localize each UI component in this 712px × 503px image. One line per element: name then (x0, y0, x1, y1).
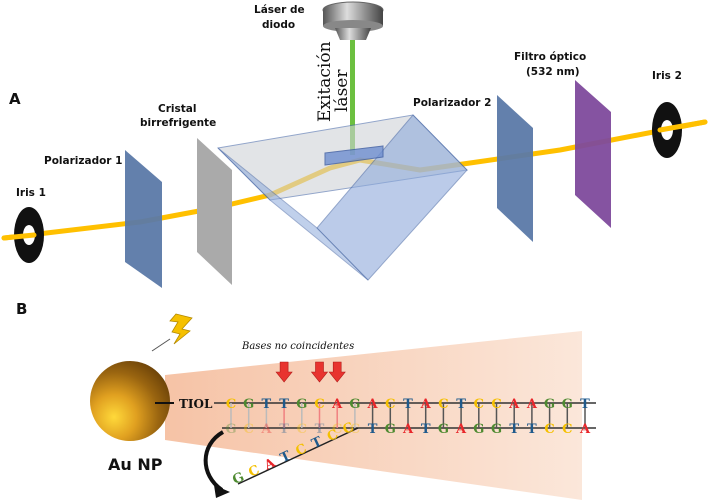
top-base: G (296, 397, 307, 412)
top-base: C (385, 397, 395, 412)
top-base: G (544, 397, 555, 412)
lightning-icon (169, 313, 193, 345)
top-base: T (279, 397, 289, 412)
top-base: C (491, 397, 501, 412)
bottom-base: A (455, 422, 467, 437)
polarizer-1 (125, 150, 162, 288)
top-base: C (438, 397, 448, 412)
base-pair-rungs (230, 403, 586, 428)
diode-laser (322, 1, 384, 40)
curved-arrow-head (214, 485, 230, 498)
birefringent-crystal (197, 138, 232, 285)
bottom-base: C (562, 422, 572, 437)
top-base: G (243, 397, 254, 412)
mismatch-arrow-icon (275, 361, 293, 383)
thiol-label: TIOL (179, 397, 213, 411)
bottom-base: C (350, 422, 360, 437)
au-np-label: Au NP (108, 455, 163, 474)
bottom-base: G (225, 422, 236, 437)
top-base: T (262, 397, 272, 412)
excitation-label-line2: láser (332, 69, 352, 112)
panel-a: A Láser de diodo Exitación láser Iris 1 … (1, 1, 708, 288)
filter-label-line2: (532 nm) (526, 66, 580, 78)
excitation-label: Exitación láser (315, 41, 352, 122)
bottom-base: T (315, 422, 325, 437)
top-base: A (420, 397, 432, 412)
bottom-base: T (279, 422, 289, 437)
displaced-base: G (230, 470, 246, 488)
iris-2-label: Iris 2 (652, 70, 682, 82)
bottom-base: T (509, 422, 519, 437)
mismatch-arrows (275, 361, 346, 383)
laser-label-line1: Láser de (254, 4, 305, 16)
bottom-base: T (527, 422, 537, 437)
excitation-laser-beam (350, 40, 355, 155)
bottom-base: G (438, 422, 449, 437)
crystal-label-line2: birrefrigente (140, 117, 216, 129)
iris-2 (652, 102, 708, 158)
top-base: C (474, 397, 484, 412)
top-base: G (562, 397, 573, 412)
bottom-base: G (385, 422, 396, 437)
bottom-base: A (402, 422, 414, 437)
top-base: A (367, 397, 379, 412)
top-base: A (331, 397, 343, 412)
bottom-base: G (491, 422, 502, 437)
gold-nanoparticle (90, 361, 170, 441)
top-base: A (508, 397, 520, 412)
bottom-base: G (473, 422, 484, 437)
bottom-base: C (544, 422, 554, 437)
laser-label-line2: diodo (262, 19, 295, 31)
top-base: G (349, 397, 360, 412)
polarizer-1-label: Polarizador 1 (44, 155, 122, 167)
panel-b-label: B (16, 300, 27, 318)
polarizer-2 (497, 95, 533, 242)
excitation-label-line1: Exitación (315, 41, 335, 122)
prism (216, 114, 469, 281)
optical-filter (575, 80, 611, 228)
top-base: C (226, 397, 236, 412)
curved-arrow (203, 430, 225, 492)
mismatch-label: Bases no coincidentes (241, 341, 354, 352)
bottom-base: A (260, 422, 272, 437)
bottom-base: T (368, 422, 378, 437)
crystal-label-line1: Cristal (158, 103, 196, 115)
iris-1 (1, 207, 44, 263)
top-base: A (526, 397, 538, 412)
top-base: T (580, 397, 590, 412)
panel-a-label: A (9, 90, 21, 108)
top-base: T (403, 397, 413, 412)
filter-label-line1: Filtro óptico (514, 51, 586, 63)
mismatch-arrow-icon (328, 361, 346, 383)
mismatch-arrow-icon (310, 361, 329, 383)
top-base: C (314, 397, 324, 412)
displaced-base: C (246, 463, 262, 481)
bottom-base: C (297, 422, 307, 437)
illumination-cone (165, 331, 582, 500)
iris-1-label: Iris 1 (16, 187, 46, 199)
bottom-base: A (579, 422, 591, 437)
polarizer-2-label: Polarizador 2 (413, 97, 491, 109)
bottom-base: C (332, 422, 342, 437)
bottom-base: C (244, 422, 254, 437)
displaced-strand-backbone (237, 427, 359, 485)
bottom-base: T (421, 422, 431, 437)
top-base: T (456, 397, 466, 412)
